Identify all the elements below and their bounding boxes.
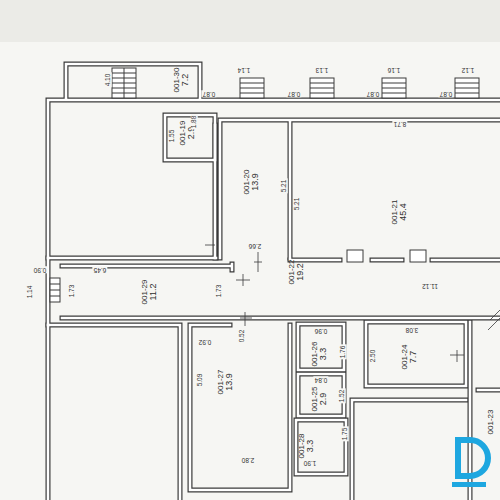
dimension-label: 0.52 [239,329,246,344]
dimension-label: 1.73 [216,284,223,299]
room-label: 001-2219.2 [288,260,306,285]
room-label: 001-307.2 [173,68,191,93]
room-label: 001-2013.9 [243,170,261,195]
room-label: 001-2911.2 [141,280,159,305]
room-label: 001-283.3 [298,434,316,459]
room-area: 001-307.2 [160,64,200,98]
room-label: 001-252.9 [311,387,329,412]
room-number: 001-24 [401,345,409,370]
dimension-label: 2.50 [370,349,377,364]
dimension-label: 0.90 [33,267,48,274]
room-area-value: 2.9 [319,387,328,412]
dimension-label: 0.84 [314,377,329,384]
room-number: 001-28 [298,434,306,459]
dimension-label: 1.75 [342,427,349,442]
room-number: 001-20 [243,170,251,195]
watermark-logo [452,440,488,487]
dimension-label: 1.12 [461,67,476,74]
dimension-label: 0.87 [439,91,454,98]
room-label: 001-247.7 [401,345,419,370]
room-area-value: 3.3 [306,434,315,459]
dimension-label: 4.10 [105,73,112,88]
dimension-label: 5.21 [281,179,288,194]
room-number: 001-19 [179,121,187,146]
room-number: 001-29 [141,280,149,305]
dimension-label: 1.90 [303,460,318,467]
dimension-label: 1.16 [387,67,402,74]
dimension-label: 1.55 [169,129,176,144]
window-steps [50,68,479,302]
dimension-label: 1.14 [237,67,252,74]
room-number: 001-21 [391,200,399,225]
dimension-label: 5.21 [294,197,301,212]
dimension-label: 1.52 [339,389,346,404]
room-area: 001-2911.2 [68,270,228,315]
walls [48,64,500,500]
paper-band [0,0,500,42]
columns [347,250,426,262]
dimension-label: 5.09 [197,373,204,388]
room-label: 001-23 [487,410,495,435]
dimension-label: 2.66 [248,243,263,250]
dimension-label: 2.80 [241,457,256,464]
room-area-value: 7.7 [409,345,418,370]
room-number: 001-23 [487,410,495,435]
room-area: 001-2145.4 [292,128,497,253]
room-area-value: 7.2 [181,68,190,93]
dimension-label: 1.76 [340,345,347,360]
room-area-value: 3.3 [319,342,328,367]
dimension-label: 0.87 [287,91,302,98]
room-number: 001-22 [288,260,296,285]
room-area-value: 45.4 [399,200,408,225]
room-area-value: 11.2 [149,280,158,305]
room-area: 001-23 [480,392,500,462]
dimension-label: 6.45 [93,267,108,274]
room-area-value: 13.9 [251,170,260,195]
dimension-label: 8.71 [393,121,408,128]
room-number: 001-30 [173,68,181,93]
room-number: 001-27 [217,370,225,395]
room-number: 001-25 [311,387,319,412]
dimension-label: 1.13 [315,67,330,74]
room-number: 001-26 [311,342,319,367]
room-label: 001-2713.9 [217,370,235,395]
room-area-value: 13.9 [225,370,234,395]
dimension-label: 1.14 [27,285,34,300]
dimension-label: 1.73 [69,284,76,299]
dimension-label: 0.92 [198,339,213,346]
room-area: 001-2013.9 [222,122,288,254]
dimension-label: 0.87 [202,91,217,98]
dimension-label: 1.88 [191,115,198,130]
door-marks [205,245,500,362]
dimension-label: 0.96 [314,328,329,335]
room-label: 001-2145.4 [391,200,409,225]
room-label: 001-263.3 [311,342,329,367]
room-area-value: 19.2 [296,260,305,285]
room-area: 001-2713.9 [190,330,290,490]
dimension-label: 3.08 [405,327,420,334]
room-area: 001-2219.2 [232,258,498,316]
dimension-label: 0.87 [366,91,381,98]
dimension-label: 11.12 [421,283,439,290]
